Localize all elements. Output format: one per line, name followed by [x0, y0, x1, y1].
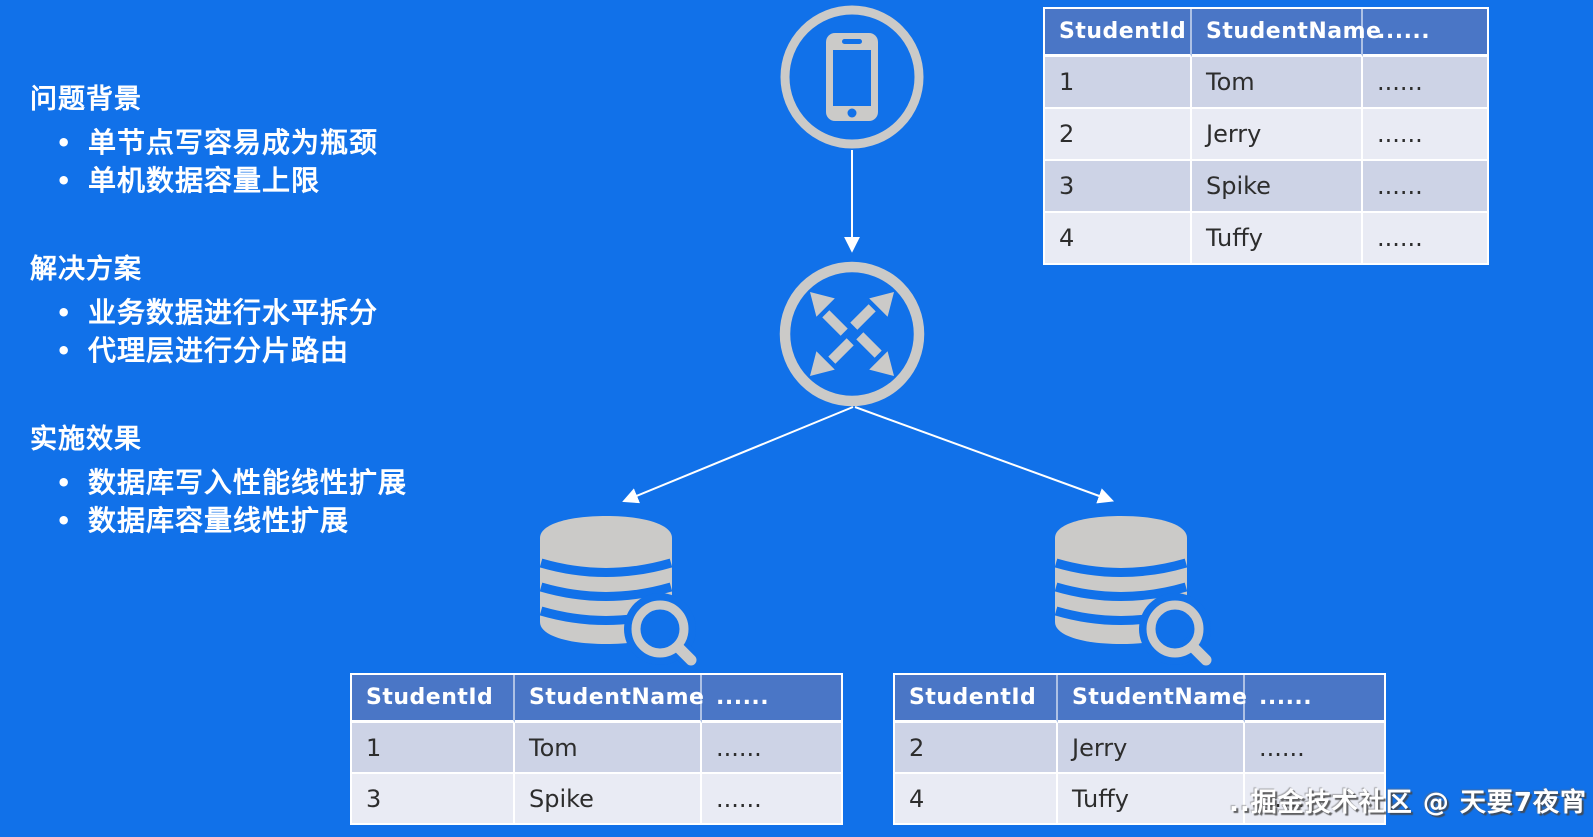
- router-circle-ring: [779, 261, 925, 407]
- bullet-dot-icon: •: [56, 299, 73, 327]
- table-row: 1 Tom ......: [1045, 57, 1487, 109]
- bullet-list: • 单节点写容易成为瓶颈 • 单机数据容量上限: [30, 124, 500, 200]
- section-problem-background: 问题背景 • 单节点写容易成为瓶颈 • 单机数据容量上限: [30, 84, 500, 200]
- cell-student-id: 1: [352, 723, 515, 774]
- magnifier-handle: [672, 641, 697, 666]
- phone-speaker: [842, 39, 862, 44]
- bullet-dot-icon: •: [56, 167, 73, 195]
- cell-student-name: Tom: [1192, 57, 1363, 109]
- cell-student-id: 1: [1045, 57, 1192, 109]
- cell-student-id: 2: [895, 723, 1058, 774]
- bullet-item: • 数据库容量线性扩展: [30, 502, 500, 540]
- arrow-router-to-shard1: [622, 406, 854, 504]
- table-row: 2 Jerry ......: [895, 723, 1384, 774]
- cell-ellipsis: ......: [1245, 774, 1384, 823]
- bullet-text: 单机数据容量上限: [88, 164, 321, 197]
- column-header: StudentName: [515, 675, 704, 723]
- column-header: ......: [1245, 675, 1384, 723]
- column-header: StudentId: [1045, 9, 1192, 57]
- column-header: ......: [702, 675, 841, 723]
- bullet-text: 代理层进行分片路由: [88, 334, 350, 367]
- bullet-dot-icon: •: [56, 129, 73, 157]
- bullet-list: • 业务数据进行水平拆分 • 代理层进行分片路由: [30, 294, 500, 370]
- cell-student-id: 4: [1045, 213, 1192, 263]
- cell-ellipsis: ......: [1363, 161, 1487, 213]
- section-title: 实施效果: [30, 424, 142, 455]
- magnifier-handle: [1187, 641, 1212, 666]
- table-header-row: StudentId StudentName ......: [352, 675, 841, 723]
- watermark-text: ..掘金技术社区 @ 天要7夜宵: [1229, 788, 1587, 818]
- column-header: ......: [1363, 9, 1487, 57]
- magnifier-lens-icon: [1146, 600, 1204, 658]
- table-header-row: StudentId StudentName ......: [1045, 9, 1487, 57]
- bullet-dot-icon: •: [56, 469, 73, 497]
- bullet-dot-icon: •: [56, 507, 73, 535]
- bullet-text: 单节点写容易成为瓶颈: [88, 126, 379, 159]
- cell-student-id: 4: [895, 774, 1058, 823]
- section-title: 问题背景: [30, 84, 142, 115]
- cell-student-name: Jerry: [1192, 109, 1363, 161]
- table-row: 4 Tuffy ......: [895, 774, 1384, 823]
- cell-ellipsis: ......: [1363, 109, 1487, 161]
- arrow-router-to-shard2: [854, 406, 1115, 504]
- cell-ellipsis: ......: [702, 723, 841, 774]
- column-header: StudentName: [1192, 9, 1381, 57]
- cell-ellipsis: ......: [702, 774, 841, 823]
- cell-ellipsis: ......: [1245, 723, 1384, 774]
- cell-ellipsis: ......: [1363, 213, 1487, 263]
- table-row: 3 Spike ......: [352, 774, 841, 823]
- shard-router-icon: [779, 261, 925, 407]
- bullet-text: 数据库容量线性扩展: [88, 504, 350, 537]
- student-table-full: StudentId StudentName ...... 1 Tom .....…: [1043, 7, 1489, 265]
- cell-student-name: Spike: [515, 774, 702, 823]
- bullet-list: • 数据库写入性能线性扩展 • 数据库容量线性扩展: [30, 464, 500, 540]
- cell-student-id: 3: [352, 774, 515, 823]
- cell-student-name: Tuffy: [1058, 774, 1245, 823]
- table-row: 1 Tom ......: [352, 723, 841, 774]
- router-arrows: [810, 292, 894, 376]
- bullet-item: • 业务数据进行水平拆分: [30, 294, 500, 332]
- cell-student-id: 2: [1045, 109, 1192, 161]
- column-header: StudentName: [1058, 675, 1247, 723]
- phone-circle-ring: [780, 5, 924, 149]
- bullet-item: • 数据库写入性能线性扩展: [30, 464, 500, 502]
- mobile-phone-icon: [780, 5, 924, 149]
- table-header-row: StudentId StudentName ......: [895, 675, 1384, 723]
- bullet-item: • 单节点写容易成为瓶颈: [30, 124, 500, 162]
- table-row: 2 Jerry ......: [1045, 109, 1487, 161]
- cell-student-id: 3: [1045, 161, 1192, 213]
- section-title: 解决方案: [30, 254, 142, 285]
- cell-student-name: Tuffy: [1192, 213, 1363, 263]
- database-shard-icon: [539, 516, 698, 671]
- section-solution: 解决方案 • 业务数据进行水平拆分 • 代理层进行分片路由: [30, 254, 500, 370]
- table-row: 4 Tuffy ......: [1045, 213, 1487, 263]
- student-table-shard1: StudentId StudentName ...... 1 Tom .....…: [350, 673, 843, 825]
- cell-student-name: Spike: [1192, 161, 1363, 213]
- column-header: StudentId: [895, 675, 1058, 723]
- section-effect: 实施效果 • 数据库写入性能线性扩展 • 数据库容量线性扩展: [30, 424, 500, 540]
- phone-home-button: [847, 108, 857, 118]
- cell-ellipsis: ......: [1363, 57, 1487, 109]
- bullet-text: 数据库写入性能线性扩展: [88, 466, 408, 499]
- magnifier-lens-icon: [631, 600, 689, 658]
- bullet-item: • 单机数据容量上限: [30, 162, 500, 200]
- database-shard-icon: [1054, 516, 1213, 671]
- student-table-shard2: StudentId StudentName ...... 2 Jerry ...…: [893, 673, 1386, 825]
- bullet-text: 业务数据进行水平拆分: [88, 296, 379, 329]
- cell-student-name: Jerry: [1058, 723, 1245, 774]
- bullet-item: • 代理层进行分片路由: [30, 332, 500, 370]
- cell-student-name: Tom: [515, 723, 702, 774]
- bullet-dot-icon: •: [56, 337, 73, 365]
- table-row: 3 Spike ......: [1045, 161, 1487, 213]
- column-header: StudentId: [352, 675, 515, 723]
- phone-screen: [833, 50, 871, 106]
